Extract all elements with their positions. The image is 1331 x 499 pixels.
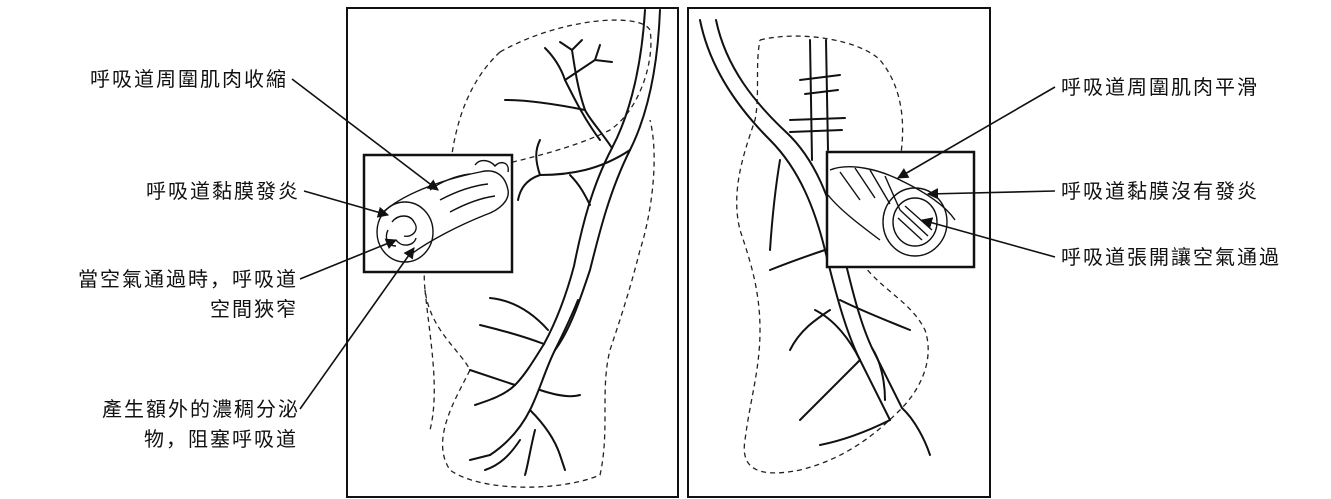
airway-diagram xyxy=(0,0,1331,499)
